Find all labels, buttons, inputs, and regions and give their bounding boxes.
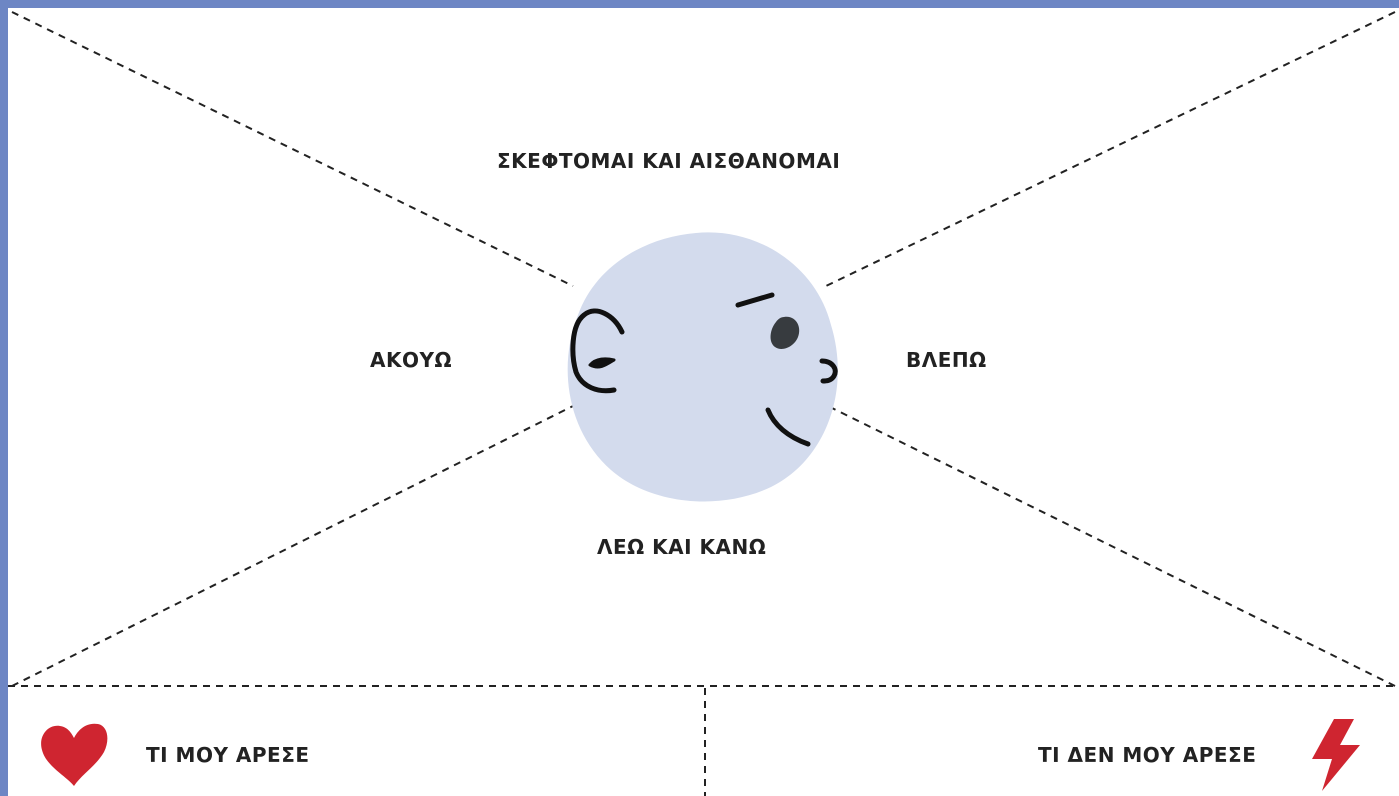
eyebrow <box>735 292 775 308</box>
lightning-icon <box>1312 719 1360 791</box>
divider-top-right <box>825 11 1396 287</box>
head-icon <box>567 232 838 502</box>
quadrant-label-think-feel: ΣΚΕΦΤΟΜΑΙ ΚΑΙ ΑΙΣΘΑΝΟΜΑΙ <box>497 149 841 173</box>
mouth <box>765 407 811 447</box>
footer-label-like: ΤΙ ΜΟΥ ΑΡΕΣΕ <box>146 743 310 767</box>
divider-bottom-left <box>11 405 574 687</box>
head-shape <box>567 232 838 502</box>
footer-label-dislike: ΤΙ ΔΕΝ ΜΟΥ ΑΡΕΣΕ <box>1038 743 1257 767</box>
ear-inner <box>588 357 616 369</box>
empathy-map-canvas: ΣΚΕΦΤΟΜΑΙ ΚΑΙ ΑΙΣΘΑΝΟΜΑΙ ΑΚΟΥΩ ΒΛΕΠΩ ΛΕΩ… <box>8 8 1399 796</box>
divider-lines <box>8 11 1399 796</box>
quadrant-label-see: ΒΛΕΠΩ <box>906 348 987 372</box>
divider-bottom-right <box>831 407 1396 687</box>
quadrant-label-say-do: ΛΕΩ ΚΑΙ ΚΑΝΩ <box>597 535 767 559</box>
ear-outline <box>570 308 625 394</box>
eye <box>770 316 800 349</box>
heart-icon <box>41 723 108 786</box>
quadrant-label-hear: ΑΚΟΥΩ <box>370 348 452 372</box>
divider-top-left <box>11 11 574 287</box>
nose <box>819 358 838 384</box>
